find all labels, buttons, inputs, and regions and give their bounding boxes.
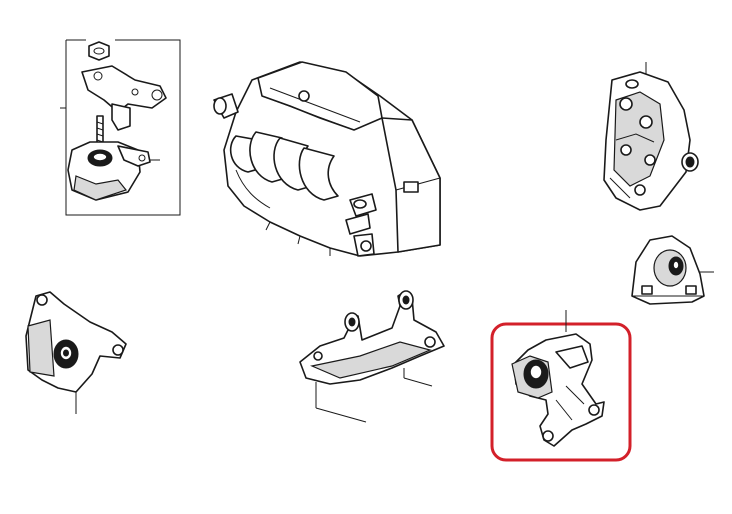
upper-bracket [81, 65, 167, 113]
rubber-mount-left [25, 291, 127, 414]
rubber-mount-right [631, 235, 714, 305]
mount-with-bracket-top-left [60, 39, 181, 216]
nut-icon [88, 41, 110, 61]
leader-frame [65, 39, 181, 216]
rear-mount-bracket-center [299, 290, 445, 423]
highlight-frame [490, 322, 632, 462]
transmission-mount-highlighted [490, 310, 632, 462]
engine-block-assembly [213, 61, 441, 257]
side-mount-bracket-top-right [603, 62, 699, 211]
